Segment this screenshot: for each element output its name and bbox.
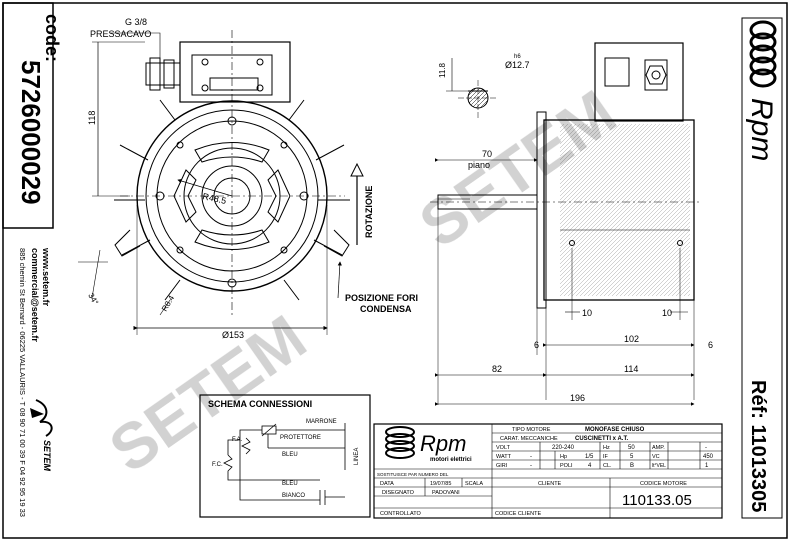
code-label: code: bbox=[42, 14, 62, 62]
key-height-label: 11.8 bbox=[438, 62, 447, 78]
dim-102: 102 bbox=[624, 334, 639, 344]
svg-text:SETEM: SETEM bbox=[42, 440, 52, 472]
title-block-brand: Rpm bbox=[420, 431, 466, 456]
diameter-label: Ø153 bbox=[222, 330, 244, 340]
amp-label: AMP. bbox=[652, 445, 665, 451]
rotation-label: ROTAZIONE bbox=[364, 186, 374, 238]
height-label: 118 bbox=[87, 111, 97, 125]
watermarks: SETEM SETEM bbox=[97, 76, 629, 486]
linea-label: LINEA bbox=[354, 448, 360, 465]
bleu-label-2: BLEU bbox=[282, 481, 298, 487]
schema-title: SCHEMA CONNESSIONI bbox=[208, 399, 312, 409]
fa-label: F.A. bbox=[232, 437, 243, 443]
codice-motore-value: 110133.05 bbox=[622, 492, 692, 509]
cl-value: B bbox=[630, 463, 634, 469]
title-block-logo-coils bbox=[385, 426, 415, 459]
wiring-schema: SCHEMA CONNESSIONI MARRONE PROTETTORE F.… bbox=[199, 394, 371, 518]
setem-logo: SETEM bbox=[30, 399, 53, 472]
poli-value: 4 bbox=[588, 463, 592, 469]
side-view-labels: 11.8 h6 Ø12.7 70 piano 10 10 6 6 102 82 … bbox=[438, 54, 713, 403]
volt-label: VOLT bbox=[496, 445, 511, 451]
giri-value: - bbox=[530, 463, 532, 469]
watermark-1: SETEM bbox=[97, 301, 319, 486]
scala-label: SCALA bbox=[465, 481, 483, 487]
fc-label: F.C. bbox=[212, 462, 223, 468]
angle-label: 34° bbox=[86, 292, 100, 307]
slot-label: R8.4 bbox=[160, 293, 177, 313]
shaft-diameter-label: Ø12.7 bbox=[505, 60, 530, 70]
amp-value: - bbox=[705, 445, 707, 451]
thread-label: G 3/8 bbox=[125, 17, 147, 27]
marrone-label: MARRONE bbox=[306, 419, 337, 425]
dim-196: 196 bbox=[570, 393, 585, 403]
poli-label: POLI bbox=[560, 463, 573, 469]
vc-label: VC bbox=[652, 454, 660, 460]
ref-label: Réf: 11013305 bbox=[747, 380, 769, 512]
address: 885 chemin St Bernard - 06225 VALLAURIS … bbox=[18, 248, 27, 517]
dim-82: 82 bbox=[492, 364, 502, 374]
if-label: IF bbox=[603, 454, 609, 460]
side-view bbox=[430, 42, 700, 406]
code-box bbox=[2, 2, 54, 229]
flat-label: piano bbox=[468, 160, 490, 170]
level-label: lt°VEL bbox=[652, 463, 666, 469]
controllato-label: CONTROLLATO bbox=[380, 511, 421, 517]
hz-value: 50 bbox=[628, 445, 635, 451]
dim-6-left: 6 bbox=[534, 340, 539, 350]
cliente-label: CLIENTE bbox=[538, 481, 562, 487]
holes-label-1: POSIZIONE FORI bbox=[345, 293, 418, 303]
watt-label: WATT bbox=[496, 454, 512, 460]
rpm-logo-text: Rpm bbox=[745, 98, 778, 161]
website: www.setem.fr bbox=[41, 247, 51, 307]
rpm-logo-coils bbox=[749, 20, 777, 88]
protettore-label: PROTETTORE bbox=[280, 435, 321, 441]
hp-label: Hp bbox=[560, 454, 567, 460]
radius-label: R48.5 bbox=[202, 191, 228, 206]
shaft-length-label: 70 bbox=[482, 149, 492, 159]
carat-label: CARAT. MECCANICHE bbox=[500, 436, 558, 442]
tipo-motore-value: MONOFASE CHIUSO bbox=[585, 427, 645, 433]
cl-label: CL. bbox=[603, 463, 612, 469]
title-block: Rpm motori elettrici TIPO MOTORE MONOFAS… bbox=[373, 423, 723, 519]
disegnato-value: PADOVANI bbox=[432, 490, 460, 496]
level-value: 1 bbox=[705, 463, 709, 469]
bianco-label: BIANCO bbox=[282, 493, 305, 499]
front-view-labels: G 3/8 PRESSACAVO 118 R48.5 ROTAZIONE 34°… bbox=[86, 17, 418, 340]
dim-10-left: 10 bbox=[582, 308, 592, 318]
bleu-label-1: BLEU bbox=[282, 452, 298, 458]
disegnato-label: DISEGNATO bbox=[382, 490, 415, 496]
code-number: 5726000029 bbox=[16, 60, 46, 205]
gland-label: PRESSACAVO bbox=[90, 29, 151, 39]
sostituisce-label: SOSTITUISCE PAR NUMERO DEL bbox=[377, 472, 449, 477]
hp-value: 1/5 bbox=[585, 454, 594, 460]
codice-motore-label: CODICE MOTORE bbox=[640, 481, 687, 487]
shaft-tolerance-label: h6 bbox=[514, 54, 521, 60]
if-value: 5 bbox=[630, 454, 634, 460]
vc-value: 450 bbox=[703, 454, 714, 460]
right-strip: Rpm Réf: 11013305 bbox=[741, 17, 783, 519]
codice-cliente-label: CODICE CLIENTE bbox=[495, 511, 541, 517]
email: commercial@setem.fr bbox=[30, 248, 40, 342]
holes-label-2: CONDENSA bbox=[360, 304, 412, 314]
hz-label: Hz bbox=[603, 445, 610, 451]
front-view bbox=[78, 30, 364, 335]
watt-value: - bbox=[530, 454, 532, 460]
carat-value: CUSCINETTI x A.T. bbox=[575, 436, 628, 442]
volt-value: 220-240 bbox=[552, 445, 575, 451]
left-strip: code: 5726000029 www.setem.fr commercial… bbox=[2, 2, 62, 517]
title-block-brand-sub: motori elettrici bbox=[430, 457, 472, 463]
dim-114: 114 bbox=[624, 364, 638, 374]
dim-6-right: 6 bbox=[708, 340, 713, 350]
tipo-motore-label: TIPO MOTORE bbox=[512, 427, 551, 433]
giri-label: GIRI bbox=[496, 463, 508, 469]
data-label: DATA bbox=[380, 481, 394, 487]
dim-10-right: 10 bbox=[662, 308, 672, 318]
data-value: 19/07/85 bbox=[430, 481, 451, 487]
